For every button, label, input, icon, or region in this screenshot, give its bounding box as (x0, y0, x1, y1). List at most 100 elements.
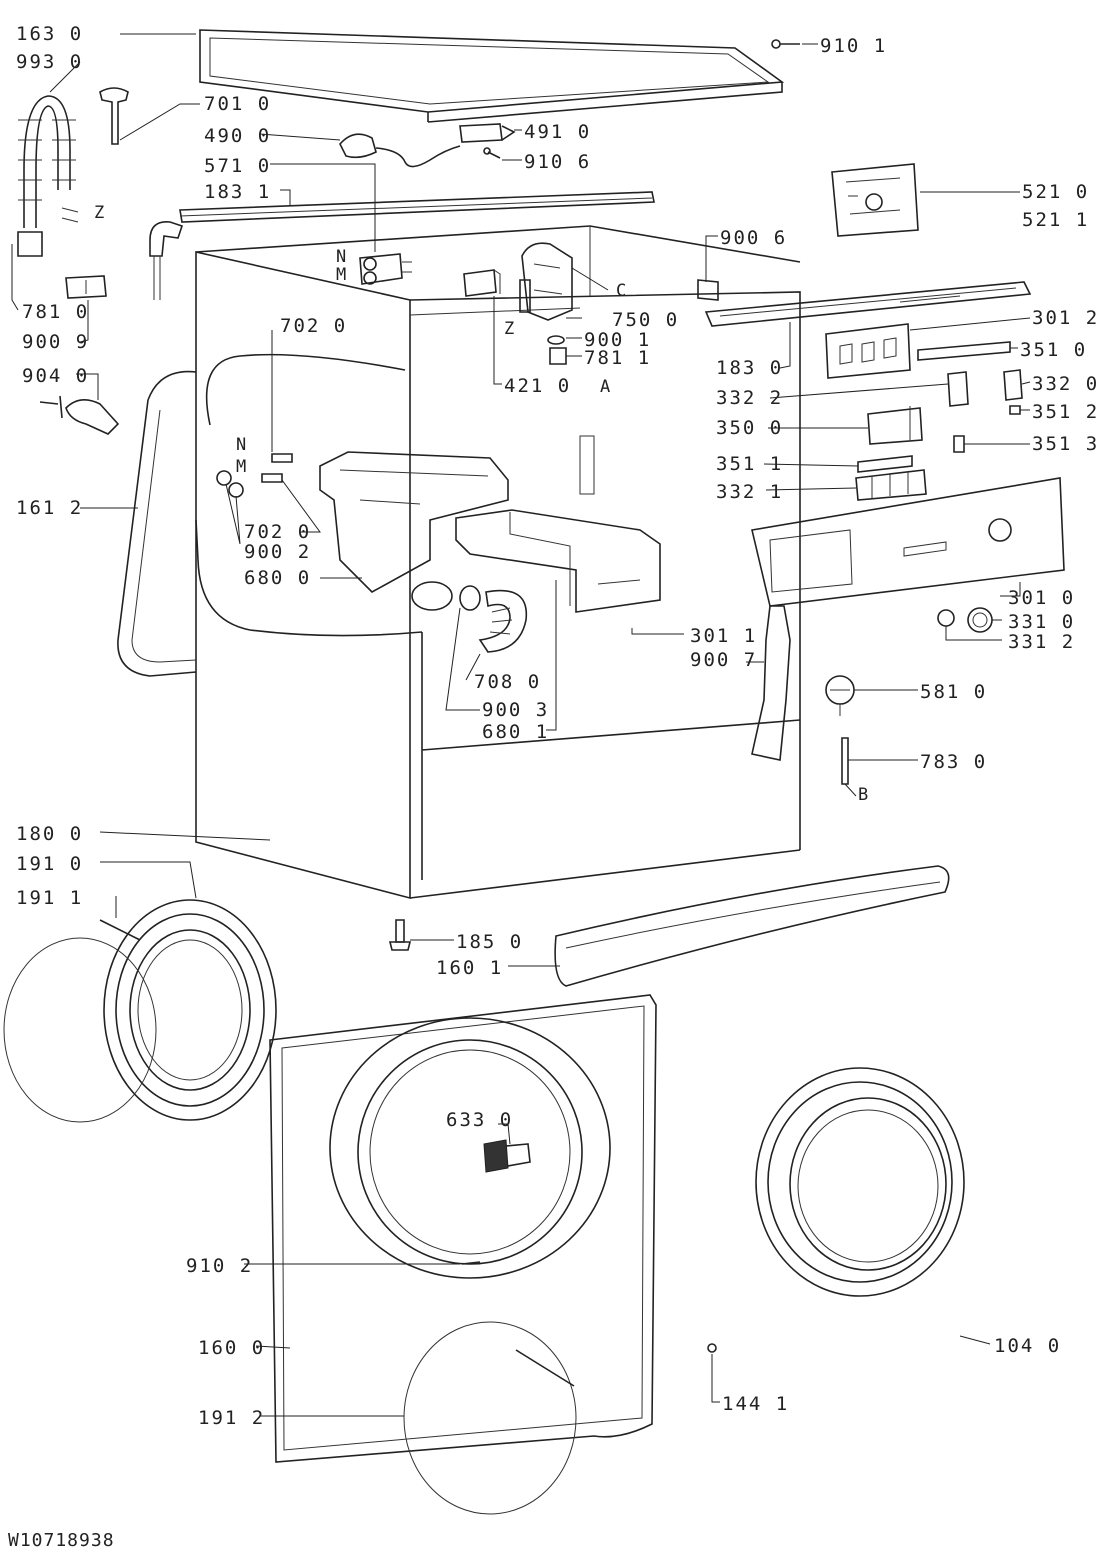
clip-351-2-part[interactable] (1009, 405, 1021, 415)
label-904-0: 904 0 (22, 365, 89, 387)
label-104-0: 104 0 (994, 1335, 1061, 1357)
label-301-2: 301 2 (1032, 307, 1099, 329)
label-571-0: 571 0 (204, 155, 271, 177)
label-900-2: 900 2 (244, 541, 311, 563)
inlet-valve-part[interactable] (359, 253, 412, 285)
label-332-2: 332 2 (716, 387, 783, 409)
knob-331-0-part[interactable] (967, 607, 993, 633)
label-351-3: 351 3 (1032, 433, 1099, 455)
door-lock-part[interactable] (483, 1139, 531, 1173)
label-161-2: 161 2 (16, 497, 83, 519)
front-panel-part[interactable] (269, 994, 657, 1463)
label-633-0: 633 0 (446, 1109, 513, 1131)
nut-144-part[interactable] (707, 1343, 717, 1353)
label-750-0: 750 0 (612, 309, 679, 331)
control-module-part[interactable] (831, 163, 919, 237)
spring-191-1-part[interactable] (3, 919, 157, 1123)
label-421-0: 421 0 (504, 375, 571, 397)
label-351-1: 351 1 (716, 453, 783, 475)
screw-910-6-part[interactable] (483, 147, 501, 159)
diagram-id: W10718938 (8, 1530, 115, 1551)
drain-hose-708-part[interactable] (459, 585, 528, 653)
label-900-3: 900 3 (482, 699, 549, 721)
cabinet-part[interactable] (195, 225, 801, 900)
label-680-1: 680 1 (482, 721, 549, 743)
foot-185-part[interactable] (388, 919, 412, 951)
letter-markers: Z N M C Z A N M B (94, 203, 868, 805)
label-900-9: 900 9 (22, 331, 89, 353)
label-702-0-top: 702 0 (280, 315, 347, 337)
power-cord-part[interactable] (339, 133, 461, 168)
label-301-0: 301 0 (1008, 587, 1075, 609)
detergent-housing-part[interactable] (319, 451, 509, 611)
display-board-part[interactable] (867, 406, 923, 445)
label-331-0: 331 0 (1008, 611, 1075, 633)
label-900-1: 900 1 (584, 329, 651, 351)
plinth-part[interactable] (554, 865, 950, 987)
porthole-door-part[interactable] (755, 1067, 965, 1297)
label-163-0: 163 0 (16, 23, 83, 45)
label-301-1: 301 1 (690, 625, 757, 647)
cord-clamp-part[interactable] (459, 123, 516, 143)
label-183-0: 183 0 (716, 357, 783, 379)
bracket-332-0-part[interactable] (1003, 369, 1023, 401)
button-strip-351-0-part[interactable] (917, 341, 1011, 361)
clamp-band-191-2-part[interactable] (403, 1321, 577, 1515)
wire-783-part[interactable] (841, 737, 849, 785)
suppressor-750-part[interactable] (519, 242, 573, 365)
control-panel-part[interactable] (751, 477, 1065, 607)
label-910-1: 910 1 (820, 35, 887, 57)
screw-910-2-part[interactable] (461, 1261, 481, 1265)
key-block-part[interactable] (855, 469, 927, 501)
detergent-drawer-part[interactable] (455, 509, 661, 613)
bracket-900-6-part[interactable] (697, 279, 719, 301)
marker-n-valve: N (336, 247, 346, 267)
label-900-6: 900 6 (720, 227, 787, 249)
clip-900-9-part[interactable] (65, 275, 107, 299)
bracket-332-2-part[interactable] (947, 371, 969, 407)
door-gasket-part[interactable] (103, 899, 277, 1121)
label-521-0: 521 0 (1022, 181, 1089, 203)
inlet-hose-part[interactable] (17, 95, 79, 257)
marker-z-hose: Z (94, 203, 104, 223)
label-144-1: 144 1 (722, 1393, 789, 1415)
pipe-701-part[interactable] (99, 87, 129, 145)
wiring-harness-part[interactable] (751, 605, 791, 761)
label-185-0: 185 0 (456, 931, 523, 953)
screw-910-1-part[interactable] (771, 39, 800, 49)
interference-filter-part[interactable] (463, 269, 501, 297)
knob-insert-331-2-part[interactable] (937, 609, 955, 627)
label-160-1: 160 1 (436, 957, 503, 979)
worktop-part[interactable] (199, 29, 785, 123)
button-strip-351-1-part[interactable] (857, 455, 913, 473)
label-900-7: 900 7 (690, 649, 757, 671)
control-board-301-2-part[interactable] (825, 323, 911, 379)
pressure-switch-part[interactable] (825, 675, 855, 716)
label-350-0: 350 0 (716, 417, 783, 439)
drain-filter-part[interactable] (39, 395, 120, 435)
label-191-1: 191 1 (16, 887, 83, 909)
resistor-m-part[interactable] (261, 473, 283, 483)
front-crossbar-part[interactable] (704, 281, 1032, 327)
marker-m-valve: M (336, 265, 346, 285)
label-351-0: 351 0 (1020, 339, 1087, 361)
label-781-0: 781 0 (22, 301, 89, 323)
resistor-n-part[interactable] (271, 453, 293, 463)
label-191-2: 191 2 (198, 1407, 265, 1429)
label-910-6: 910 6 (524, 151, 591, 173)
door-seal-strip-part[interactable] (117, 370, 197, 677)
marker-z-filter: Z (504, 319, 514, 339)
label-783-0: 783 0 (920, 751, 987, 773)
leader-lines (11, 33, 1031, 1417)
hose-elbow-part[interactable] (149, 221, 184, 300)
label-160-0: 160 0 (198, 1337, 265, 1359)
label-491-0: 491 0 (524, 121, 591, 143)
marker-m-resistor: M (236, 457, 246, 477)
label-332-0: 332 0 (1032, 373, 1099, 395)
marker-n-resistor: N (236, 435, 246, 455)
clip-351-3-part[interactable] (953, 435, 965, 453)
marker-c-filter: C (616, 281, 626, 301)
rear-crossbar-part[interactable] (179, 191, 655, 223)
label-332-1: 332 1 (716, 481, 783, 503)
